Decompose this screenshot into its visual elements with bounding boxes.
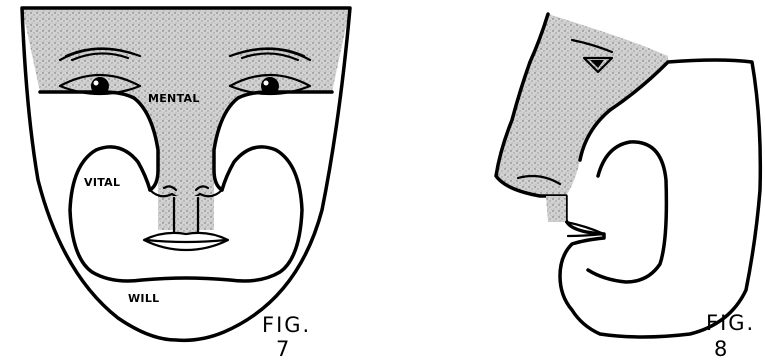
pupil-right-highlight <box>264 81 269 86</box>
fig8-caption-prefix: FIG. <box>706 311 755 335</box>
will-label: WILL <box>128 292 159 305</box>
profile-philtrum-shading <box>546 196 566 222</box>
vital-label: VITAL <box>84 176 120 189</box>
philtrum-shading <box>172 196 200 232</box>
pupil-left <box>91 77 109 95</box>
fig8-caption-number: 8 <box>714 337 729 361</box>
mental-label: MENTAL <box>148 92 200 105</box>
fig7-caption-number: 7 <box>276 337 291 361</box>
fig7-caption-prefix: FIG. <box>262 313 311 337</box>
figure-7-front-face: MENTAL VITAL WILL FIG. 7 <box>22 8 350 361</box>
figure-8-profile-face: FIG. 8 <box>496 14 760 361</box>
profile-mouth <box>566 222 604 236</box>
pupil-right <box>261 77 279 95</box>
pupil-left-highlight <box>94 81 99 86</box>
profile-vital-outline <box>580 110 666 282</box>
mouth-line <box>146 240 226 242</box>
